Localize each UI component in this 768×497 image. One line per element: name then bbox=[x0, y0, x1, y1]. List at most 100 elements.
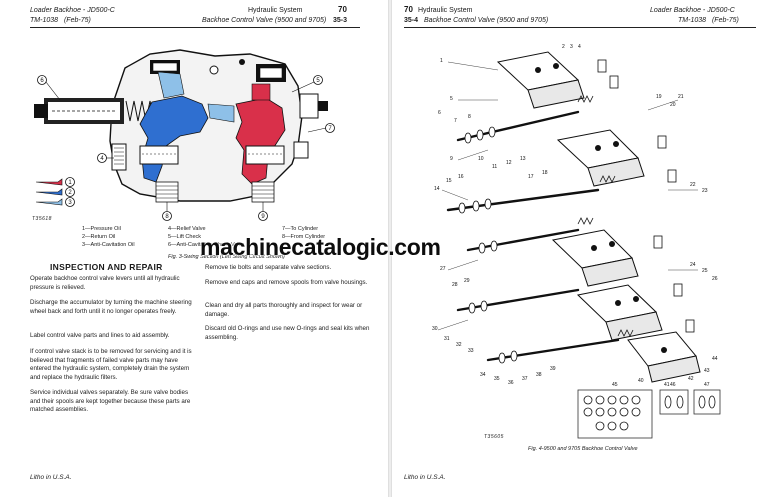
left-page: Loader Backhoe - JD500-C TM-1038 (Feb-75… bbox=[30, 5, 370, 481]
legend-item: 3—Anti-Cavitation Oil bbox=[82, 242, 135, 248]
callout-number: 15 bbox=[446, 178, 452, 184]
header-manual: TM-1038 bbox=[30, 17, 59, 24]
paragraph: Service individual valves separately. Be… bbox=[30, 389, 191, 414]
callout-number: 35 bbox=[494, 376, 500, 382]
callout-number: 22 bbox=[690, 182, 696, 188]
callout-4: 4 bbox=[100, 156, 104, 162]
callout-number: 38 bbox=[536, 372, 542, 378]
legend-item: 5—Lift Check bbox=[168, 234, 202, 240]
header-date: (Feb-75) bbox=[711, 17, 739, 24]
paragraph: Discharge the accumulator by turning the… bbox=[30, 299, 192, 315]
legend-col-1: 1—Pressure Oil 2—Return Oil 3—Anti-Cavit… bbox=[82, 225, 135, 249]
callout-7: 7 bbox=[328, 126, 332, 132]
header-manual-line: TM-1038 (Feb-75) bbox=[678, 16, 739, 25]
callout-number: 24 bbox=[690, 262, 696, 268]
header-manual: TM-1038 bbox=[678, 17, 707, 24]
header-rule bbox=[30, 27, 360, 28]
paragraph: Remove tie bolts and separate valve sect… bbox=[205, 264, 332, 271]
legend-item: 2—Return Oil bbox=[82, 234, 116, 240]
watermark-text: machinecatalogic.com bbox=[200, 234, 441, 260]
callout-number: 34 bbox=[480, 372, 486, 378]
callout-number: 21 bbox=[678, 94, 684, 100]
legend-item: 4—Relief Valve bbox=[168, 226, 206, 232]
callout-number: 37 bbox=[522, 376, 528, 382]
figure-caption: Fig. 3-Swing Section (Left Swing Circuit… bbox=[168, 254, 285, 260]
callout-number: 33 bbox=[468, 348, 474, 354]
callout-number: 29 bbox=[464, 278, 470, 284]
header-manual-line: TM-1038 (Feb-75) bbox=[30, 16, 91, 25]
page-gutter bbox=[388, 0, 392, 497]
header-section-no: 70 bbox=[338, 5, 347, 14]
footer-litho: Litho in U.S.A. bbox=[404, 474, 446, 481]
header-section-no: 70 bbox=[404, 5, 413, 14]
header-section: Hydraulic System bbox=[418, 7, 473, 14]
callout-number: 36 bbox=[508, 380, 514, 386]
header-rule bbox=[404, 27, 756, 28]
callout-number: 5 bbox=[450, 96, 453, 102]
callout-number: 14 bbox=[434, 186, 440, 192]
diagram-image-code: T35618 bbox=[32, 216, 52, 222]
callout-number: 2 bbox=[562, 44, 565, 50]
callout-number: 25 bbox=[702, 268, 708, 274]
legend-col-2: 4—Relief Valve 5—Lift Check 6—Anti-Cavit… bbox=[168, 225, 244, 249]
callout-number: 44 bbox=[712, 356, 718, 362]
callout-number: 4 bbox=[578, 44, 581, 50]
callout-number: 13 bbox=[520, 156, 526, 162]
callout-number: 41 bbox=[664, 382, 670, 388]
legend-item: 1—Pressure Oil bbox=[82, 226, 121, 232]
kit-label-46: 46 bbox=[670, 382, 676, 388]
callout-number: 26 bbox=[712, 276, 718, 282]
callout-number: 32 bbox=[456, 342, 462, 348]
callout-number: 3 bbox=[570, 44, 573, 50]
callout-9: 9 bbox=[261, 214, 265, 220]
callout-number: 19 bbox=[656, 94, 662, 100]
legend-item: 6—Anti-Cavitation Check Valve bbox=[168, 242, 245, 248]
paragraph: Discard old O-rings and use new O-rings … bbox=[205, 325, 370, 341]
header-date: (Feb-75) bbox=[63, 17, 91, 24]
valve-cross-section-diagram: 1 2 3 4 5 6 7 8 9 bbox=[34, 49, 335, 221]
callout-number: 39 bbox=[550, 366, 556, 372]
footer-litho: Litho in U.S.A. bbox=[30, 474, 72, 481]
callout-number: 42 bbox=[688, 376, 694, 382]
callout-number: 20 bbox=[670, 102, 676, 108]
header-title: Loader Backhoe - JD500-C bbox=[650, 7, 735, 14]
header-subtitle: Backhoe Control Valve (9500 and 9705) bbox=[424, 17, 549, 24]
callout-number: 40 bbox=[638, 378, 644, 384]
section-title: INSPECTION AND REPAIR bbox=[50, 262, 163, 272]
kit-label-47: 47 bbox=[704, 382, 710, 388]
callout-number: 9 bbox=[450, 156, 453, 162]
exploded-parts-view: 1 2 3 4 5 6 7 8 9 10 11 12 13 14 15 16 1… bbox=[432, 44, 721, 439]
callout-number: 16 bbox=[458, 174, 464, 180]
callout-number: 28 bbox=[452, 282, 458, 288]
paragraph: Remove end caps and remove spools from v… bbox=[205, 279, 368, 286]
callout-number: 31 bbox=[444, 336, 450, 342]
callout-number: 23 bbox=[702, 188, 708, 194]
paragraph: If control valve stack is to be removed … bbox=[30, 348, 192, 381]
header-section: Hydraulic System bbox=[248, 7, 303, 14]
callout-8: 8 bbox=[165, 214, 169, 220]
callout-number: 30 bbox=[432, 326, 438, 332]
callout-number: 8 bbox=[468, 114, 471, 120]
callout-2: 2 bbox=[68, 190, 72, 196]
callout-number: 12 bbox=[506, 160, 512, 166]
header-page-no: 35-4 bbox=[404, 17, 419, 24]
callout-number: 6 bbox=[438, 110, 441, 116]
figure-caption: Fig. 4-9500 and 9705 Backhoe Control Val… bbox=[528, 446, 638, 452]
callout-number: 18 bbox=[542, 170, 548, 176]
kit-label-45: 45 bbox=[612, 382, 618, 388]
paragraph: Clean and dry all parts thoroughly and i… bbox=[205, 302, 363, 318]
paragraph: Label control valve parts and lines to a… bbox=[30, 332, 170, 339]
callout-number: 43 bbox=[704, 368, 710, 374]
callout-number: 27 bbox=[440, 266, 446, 272]
callout-number: 1 bbox=[440, 58, 443, 64]
header-page-no: 35-3 bbox=[333, 17, 348, 24]
paragraph: Operate backhoe control valve levers unt… bbox=[30, 275, 180, 291]
callout-1: 1 bbox=[68, 180, 72, 186]
legend-col-3: 7—To Cylinder 8—From Cylinder bbox=[282, 225, 325, 241]
callout-number: 17 bbox=[528, 174, 534, 180]
legend-item: 7—To Cylinder bbox=[282, 226, 319, 232]
callout-5: 5 bbox=[316, 78, 320, 84]
callout-number: 11 bbox=[492, 164, 497, 170]
header-title: Loader Backhoe - JD500-C bbox=[30, 7, 115, 14]
callout-3: 3 bbox=[68, 200, 72, 206]
